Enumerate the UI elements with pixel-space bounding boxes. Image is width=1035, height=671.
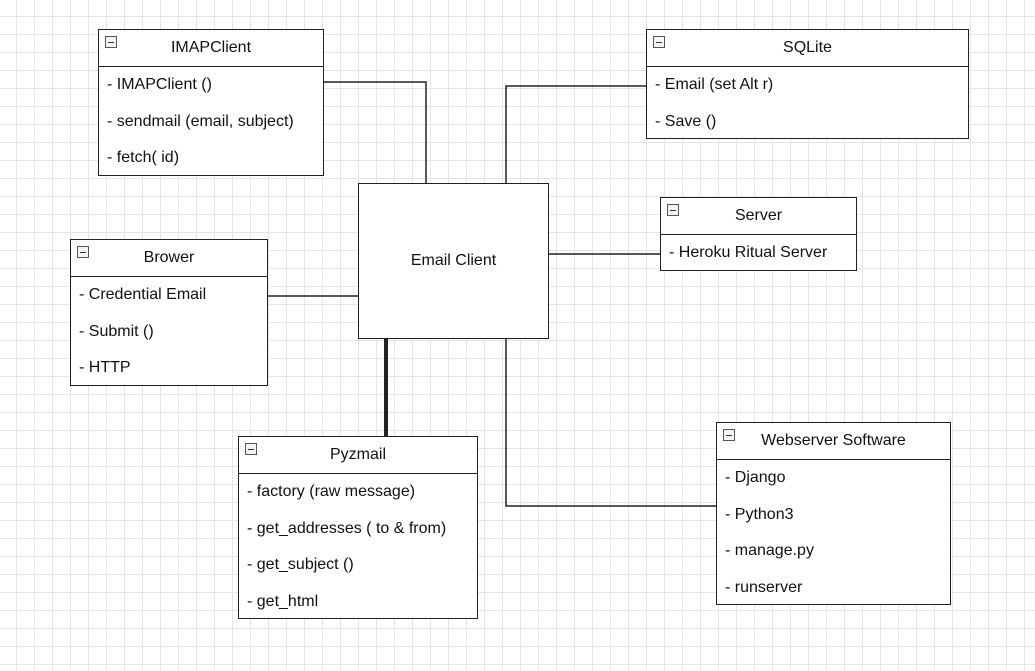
sqlite-class-box[interactable]: SQLite - Email (set Alt r) - Save () [646,29,969,139]
collapse-icon[interactable] [667,204,679,216]
class-member: - factory (raw message) [247,483,416,500]
class-member: - sendmail (email, subject) [107,112,294,130]
class-title: Server [734,207,783,224]
class-member: - get_addresses ( to & from) [247,519,447,537]
connector-imapclient [324,81,427,186]
webserver-header: Webserver Software [717,423,950,460]
class-member: - Python3 [725,505,794,523]
webserver-class-box[interactable]: Webserver Software - Django - Python3 - … [716,422,951,605]
class-member: - Email (set Alt r) [655,76,774,93]
server-class-box[interactable]: Server - Heroku Ritual Server [660,197,857,271]
connector-sqlite [505,85,647,184]
brower-class-box[interactable]: Brower - Credential Email - Submit () - … [70,239,268,386]
connector-webserver [505,338,717,507]
email-client-box[interactable]: Email Client [358,183,549,339]
server-header: Server [661,198,856,235]
class-member: - HTTP [79,359,131,376]
class-member: - manage.py [725,542,814,559]
class-title: SQLite [783,39,832,56]
class-member: - fetch( id) [107,149,180,166]
imapclient-header: IMAPClient [99,30,323,67]
class-member: - get_html [247,592,319,610]
class-member: - Heroku Ritual Server [669,244,828,261]
sqlite-header: SQLite [647,30,968,67]
class-member: - get_subject () [247,556,354,573]
class-member: - Credential Email [79,286,207,303]
collapse-icon[interactable] [105,36,117,48]
imapclient-class-box[interactable]: IMAPClient - IMAPClient () - sendmail (e… [98,29,324,176]
class-member: - runserver [725,578,803,596]
class-title: Pyzmail [329,446,386,463]
pyzmail-header: Pyzmail [239,437,477,474]
email-client-label: Email Client [410,252,497,269]
class-member: - Submit () [79,322,154,340]
brower-header: Brower [71,240,267,277]
collapse-icon[interactable] [653,36,665,48]
collapse-icon[interactable] [77,246,89,258]
pyzmail-class-box[interactable]: Pyzmail - factory (raw message) - get_ad… [238,436,478,619]
collapse-icon[interactable] [723,429,735,441]
class-member: - Save () [655,112,717,130]
class-member: - IMAPClient () [107,76,212,93]
collapse-icon[interactable] [245,443,257,455]
class-member: - Django [725,469,786,486]
class-title: Brower [143,249,195,266]
class-title: Webserver Software [761,432,906,449]
class-title: IMAPClient [170,39,252,56]
